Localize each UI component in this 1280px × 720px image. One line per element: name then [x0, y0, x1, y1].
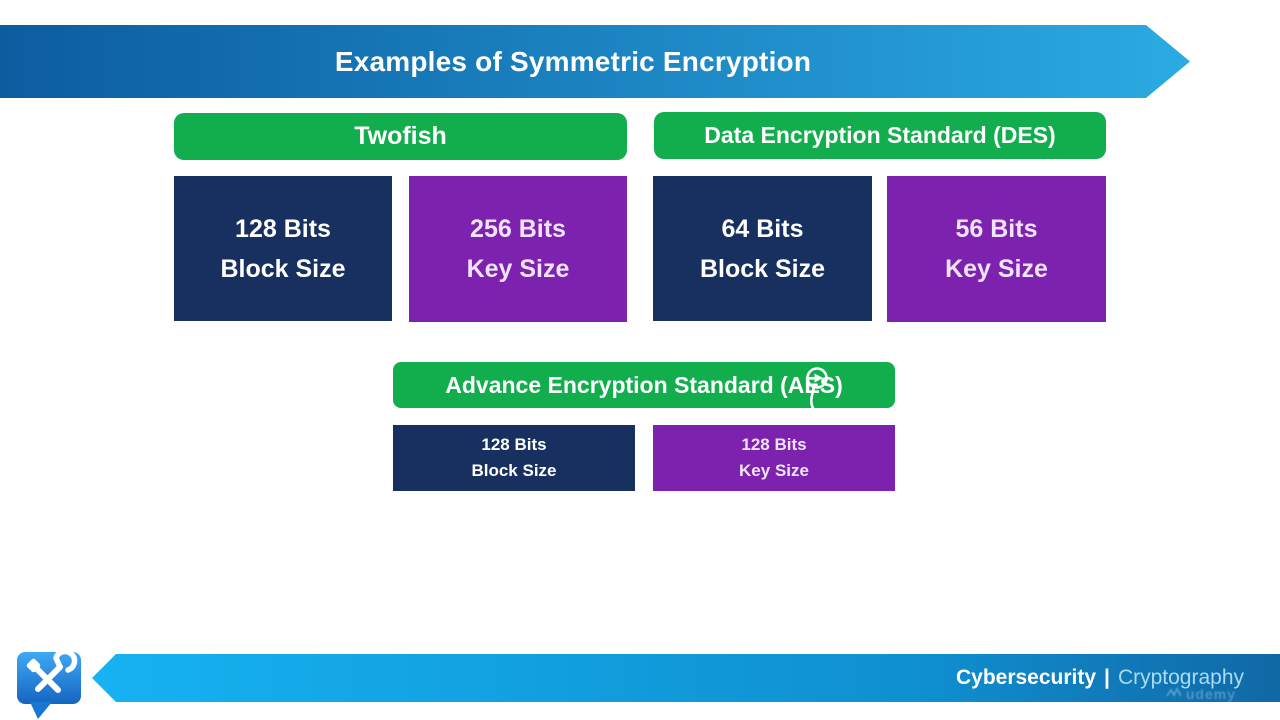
box-value: 56 Bits — [955, 215, 1038, 243]
box-label: Key Size — [466, 255, 570, 283]
des-header: Data Encryption Standard (DES) — [654, 112, 1106, 159]
box-label: Block Size — [471, 461, 557, 480]
box-label: Key Size — [739, 461, 809, 480]
box-label: Block Size — [699, 254, 826, 283]
footer-course: Cybersecurity — [955, 666, 1097, 689]
box-value: 256 Bits — [470, 215, 566, 243]
tools-icon — [16, 648, 82, 720]
box-value: 128 Bits — [235, 214, 331, 243]
title-banner: Examples of Symmetric Encryption — [0, 25, 1190, 98]
slide-title: Examples of Symmetric Encryption — [334, 45, 812, 77]
aes-key-size-box: 128 Bits Key Size — [653, 425, 895, 491]
box-value: 64 Bits — [721, 214, 804, 243]
twofish-key-size-box: 256 Bits Key Size — [409, 176, 627, 322]
watermark-mark-icon — [1166, 687, 1182, 698]
watermark-text: udemy — [1185, 686, 1236, 702]
footer-banner: Cybersecurity | Cryptography — [92, 654, 1280, 702]
footer-separator: | — [1104, 666, 1110, 689]
aes-block-size-box: 128 Bits Block Size — [393, 425, 635, 491]
twofish-header: Twofish — [174, 113, 627, 160]
watermark-logo: udemy — [1166, 686, 1236, 702]
footer-text: Cybersecurity | Cryptography — [956, 666, 1244, 690]
footer-module: Cryptography — [1117, 666, 1244, 689]
des-key-size-box: 56 Bits Key Size — [887, 176, 1106, 322]
box-label: Block Size — [220, 254, 346, 283]
aes-header: Advance Encryption Standard (AES) — [393, 362, 895, 408]
box-label: Key Size — [945, 255, 1048, 283]
des-block-size-box: 64 Bits Block Size — [653, 176, 872, 321]
box-value: 128 Bits — [741, 435, 807, 454]
twofish-block-size-box: 128 Bits Block Size — [174, 176, 392, 321]
box-value: 128 Bits — [481, 435, 547, 454]
